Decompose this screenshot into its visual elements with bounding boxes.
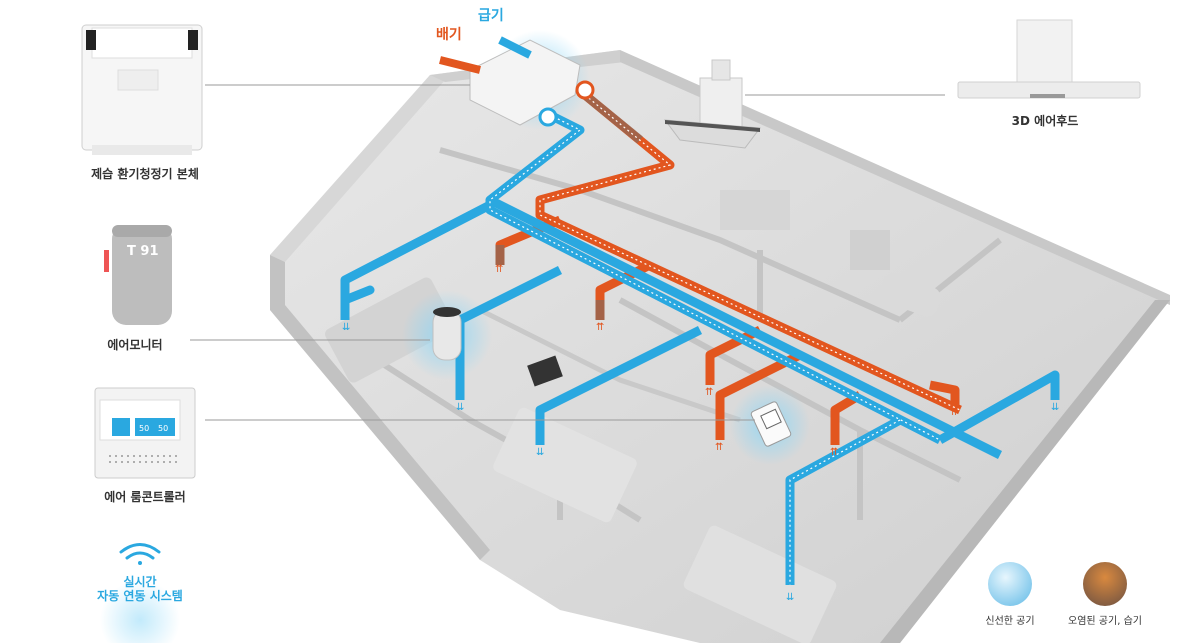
realtime-glow <box>100 580 180 643</box>
svg-text:⇊: ⇊ <box>456 402 464 413</box>
legend-fresh-air: 신선한 공기 <box>975 562 1045 627</box>
svg-text:⇈: ⇈ <box>705 387 713 398</box>
svg-text:⇊: ⇊ <box>1051 402 1059 413</box>
svg-text:⇈: ⇈ <box>950 407 958 418</box>
main-unit-in-house <box>439 36 595 127</box>
air-monitor-label: 에어모니터 <box>107 338 163 352</box>
legend-polluted-label: 오염된 공기, 습기 <box>1068 616 1142 627</box>
svg-text:⇊: ⇊ <box>786 592 794 603</box>
room-controller-in-house <box>750 401 792 447</box>
main-unit-label: 제습 환기청정기 본체 <box>91 167 199 181</box>
polluted-air-swatch <box>1083 562 1127 606</box>
supply-tag: 급기 <box>478 8 504 24</box>
realtime-line-2: 자동 연동 시스템 <box>97 589 183 603</box>
svg-text:⇈: ⇈ <box>830 447 838 458</box>
svg-text:⇊: ⇊ <box>342 322 350 333</box>
legend-fresh-label: 신선한 공기 <box>985 616 1035 627</box>
controller-value-1: 50 <box>139 424 149 433</box>
monitor-display-text: T 91 <box>127 244 158 259</box>
svg-text:⇈: ⇈ <box>495 264 503 275</box>
controller-value-2: 50 <box>158 424 168 433</box>
wifi-icon <box>119 543 161 565</box>
room-controller-label: 에어 룸콘트롤러 <box>104 490 186 504</box>
legend-polluted-air: 오염된 공기, 습기 <box>1060 562 1150 627</box>
exhaust-tag: 배기 <box>436 27 462 43</box>
main-unit-product <box>81 24 203 155</box>
fresh-air-swatch <box>988 562 1032 606</box>
svg-text:⇈: ⇈ <box>715 442 723 453</box>
realtime-system-text: 실시간 자동 연동 시스템 <box>80 575 200 603</box>
air-monitor-product: T 91 <box>104 225 172 325</box>
air-monitor-in-house <box>432 307 462 361</box>
air-hood-product <box>957 19 1141 99</box>
room-controller-product: 50 50 <box>94 387 196 479</box>
air-hood-label: 3D 에어후드 <box>1011 114 1079 128</box>
air-hood-in-house <box>663 59 761 149</box>
svg-text:⇈: ⇈ <box>596 322 604 333</box>
connector-lines <box>190 84 945 421</box>
realtime-line-1: 실시간 <box>123 575 157 589</box>
svg-text:⇊: ⇊ <box>536 447 544 458</box>
airflow-arrow-icon: ⇈ ⇈ ⇈ ⇈ ⇈ ⇈ <box>495 264 958 458</box>
